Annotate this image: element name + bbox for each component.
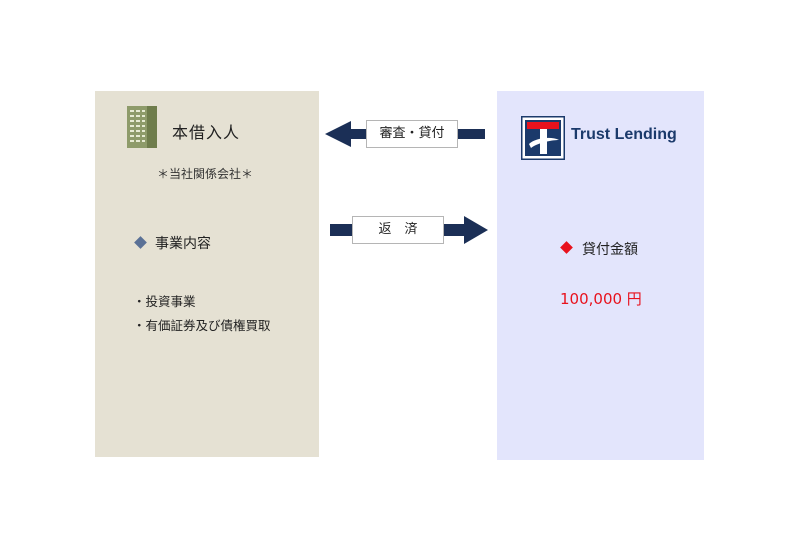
business-item: ・有価証券及び債権買取 bbox=[133, 318, 271, 333]
repayment-label: 返 済 bbox=[352, 216, 444, 244]
trust-lending-logo-icon bbox=[521, 116, 565, 160]
review-lending-label: 審査・貸付 bbox=[366, 120, 458, 148]
building-icon bbox=[127, 106, 157, 148]
business-item: ・投資事業 bbox=[133, 294, 196, 309]
borrower-panel bbox=[95, 91, 319, 457]
borrower-title: 本借入人 bbox=[172, 123, 241, 142]
borrower-note: ＊当社関係会社＊ bbox=[157, 167, 254, 181]
loan-amount-label: 貸付金額 bbox=[582, 242, 638, 258]
lender-name: Trust Lending bbox=[571, 126, 677, 143]
loan-amount-value: 100,000 円 bbox=[560, 290, 642, 308]
business-title: 事業内容 bbox=[155, 236, 211, 252]
